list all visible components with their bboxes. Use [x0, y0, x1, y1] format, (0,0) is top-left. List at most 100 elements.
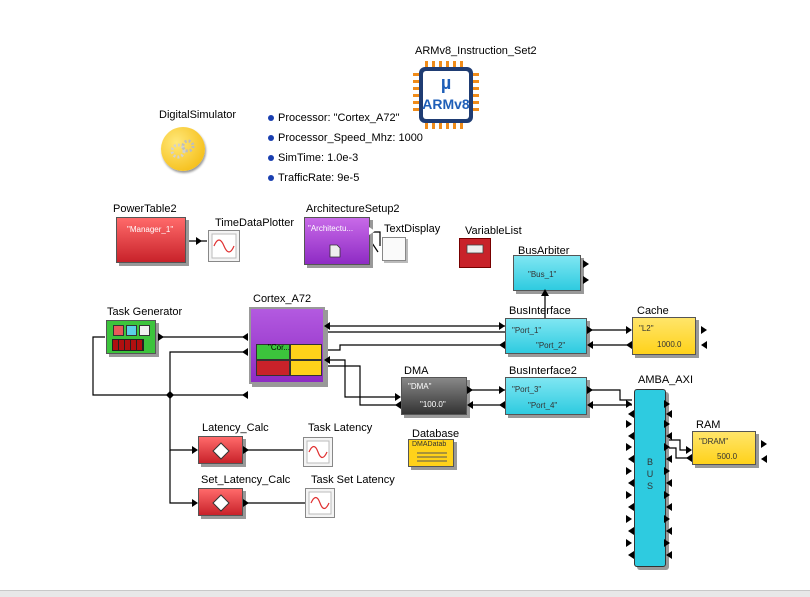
output-port	[701, 326, 707, 334]
power-table-block[interactable]: "Manager_1"	[116, 217, 186, 263]
manager-text: "Manager_1"	[127, 225, 174, 234]
core-red	[256, 360, 290, 376]
cache-value-text: 1000.0	[657, 340, 682, 349]
output-port	[583, 276, 589, 284]
document-icon	[329, 244, 341, 258]
output-port	[467, 386, 473, 394]
param-text: SimTime: 1.0e-3	[278, 152, 359, 164]
output-port	[196, 237, 202, 245]
diamond-icon	[212, 442, 230, 460]
output-port	[499, 341, 505, 349]
dma-block[interactable]: "DMA" "100.0"	[401, 377, 467, 415]
set-latency-calc-label: Set_Latency_Calc	[201, 474, 291, 486]
gears-icon	[170, 139, 195, 159]
task-generator-block[interactable]	[106, 320, 156, 354]
output-port	[395, 401, 401, 409]
bus-letters: B U S	[646, 457, 654, 491]
dma-text: "DMA"	[408, 382, 432, 391]
input-port	[242, 348, 248, 356]
arch-setup-label: ArchitectureSetup2	[306, 203, 400, 215]
ram-value-text: 500.0	[717, 452, 738, 461]
ram-block[interactable]: "DRAM" 500.0	[692, 431, 756, 465]
gen-square-red	[113, 325, 124, 336]
bus-interface-label: BusInterface	[509, 305, 571, 317]
param-speed[interactable]: Processor_Speed_Mhz: 1000	[268, 132, 423, 144]
cache-label: Cache	[637, 305, 669, 317]
sine-plot-icon	[211, 233, 237, 259]
gen-square-white	[139, 325, 150, 336]
bus-arbiter-block[interactable]: "Bus_1"	[513, 255, 581, 291]
power-table-label: PowerTable2	[113, 203, 177, 215]
up-arrow	[541, 289, 549, 296]
digital-sim-label: DigitalSimulator	[159, 109, 237, 121]
open-port	[369, 227, 375, 235]
param-bullet	[268, 175, 274, 182]
task-latency-plot[interactable]	[303, 437, 333, 467]
output-port	[243, 499, 249, 507]
bus1-text: "Bus_1"	[528, 270, 557, 279]
input-port	[587, 341, 593, 349]
param-bullet	[268, 135, 274, 142]
port1-text: "Port_1"	[512, 326, 542, 335]
bus-interface2-block[interactable]: "Port_3" "Port_4"	[505, 377, 587, 415]
task-set-latency-label: Task Set Latency	[311, 474, 395, 486]
output-port	[686, 454, 692, 462]
variable-list-block[interactable]	[459, 238, 491, 268]
l2-text: "L2"	[639, 324, 654, 333]
list-icon	[466, 244, 484, 254]
amba-label: AMBA_AXI	[638, 374, 694, 386]
amba-port-column	[626, 400, 672, 559]
param-text: Processor: "Cortex_A72"	[278, 112, 400, 124]
set-latency-calc-block[interactable]	[198, 488, 243, 516]
port3-text: "Port_3"	[512, 385, 542, 394]
output-port	[499, 401, 505, 409]
input-port	[395, 393, 401, 401]
param-bullet	[268, 155, 274, 162]
param-simtime[interactable]: SimTime: 1.0e-3	[268, 152, 358, 164]
output-port	[158, 333, 164, 341]
latency-calc-label: Latency_Calc	[202, 422, 269, 434]
param-processor[interactable]: Processor: "Cortex_A72"	[268, 112, 400, 124]
input-port	[499, 322, 505, 330]
output-port	[626, 341, 632, 349]
task-gen-label: Task Generator	[107, 306, 183, 318]
time-plotter-block[interactable]	[208, 230, 240, 262]
amba-bus-block[interactable]: B U S	[634, 389, 666, 567]
param-text: TrafficRate: 9e-5	[278, 172, 360, 184]
cache-block[interactable]: "L2" 1000.0	[632, 317, 696, 355]
input-port	[499, 386, 505, 394]
gen-square-cyan	[126, 325, 137, 336]
input-port	[701, 341, 707, 349]
arm-name-text: ARMv8	[422, 96, 470, 112]
sine-plot-icon	[306, 440, 330, 464]
arch-setup-block[interactable]: "Architectu...	[304, 217, 370, 265]
diamond-icon	[212, 494, 230, 512]
core-green	[256, 344, 290, 360]
arm-chip-block[interactable]: µ ARMv8	[413, 61, 479, 129]
latency-calc-block[interactable]	[198, 436, 243, 464]
bus-interface-block[interactable]: "Port_1" "Port_2"	[505, 318, 587, 354]
digital-simulator-block[interactable]	[161, 127, 205, 171]
input-port	[324, 322, 330, 330]
cortex-block[interactable]: "Cor...	[249, 307, 325, 384]
database-block[interactable]: DMADatab	[408, 439, 454, 467]
port4-text: "Port_4"	[528, 401, 558, 410]
port2-text: "Port_2"	[536, 341, 566, 350]
param-trafficrate[interactable]: TrafficRate: 9e-5	[268, 172, 359, 184]
cortex-text: "Cor...	[268, 343, 290, 352]
dram-text: "DRAM"	[699, 437, 729, 446]
database-icon	[417, 452, 447, 462]
text-display-block[interactable]	[382, 237, 406, 261]
input-port	[686, 446, 692, 454]
bus-arbiter-label: BusArbiter	[518, 245, 570, 257]
time-plotter-label: TimeDataPlotter	[215, 217, 295, 229]
bottom-scrollbar[interactable]	[0, 590, 810, 597]
dma-label: DMA	[404, 365, 429, 377]
bus-interface2-label: BusInterface2	[509, 365, 577, 377]
input-port	[587, 401, 593, 409]
sine-plot-icon	[308, 491, 332, 515]
param-text: Processor_Speed_Mhz: 1000	[278, 132, 423, 144]
dma-value-text: "100.0"	[420, 400, 446, 409]
param-bullet	[268, 115, 274, 122]
task-set-latency-plot[interactable]	[305, 488, 335, 518]
